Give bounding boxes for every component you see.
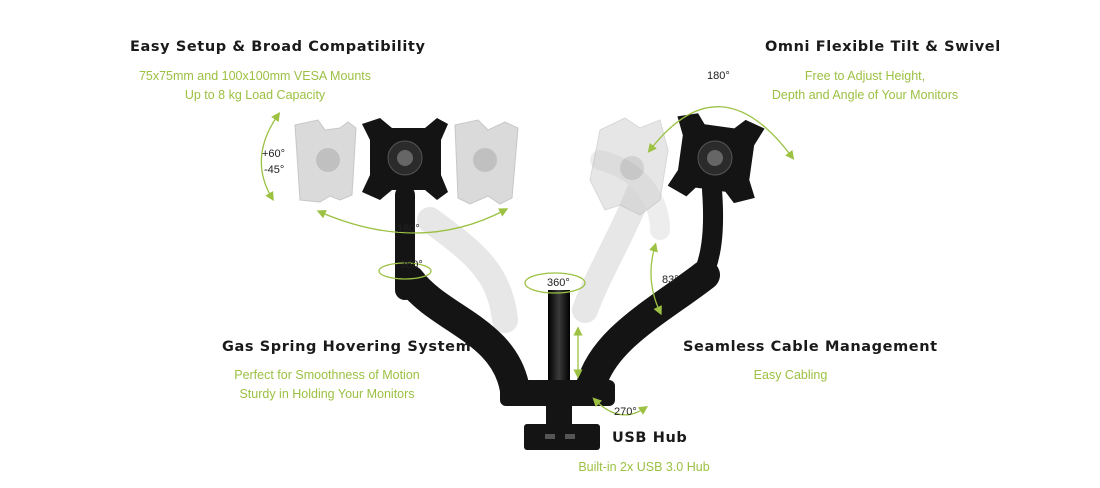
feature-gas-desc: Perfect for Smoothness of Motion Sturdy … xyxy=(222,366,432,404)
ghost-vesa-left xyxy=(294,119,357,203)
rotation-arrows xyxy=(260,106,795,416)
feature-gas-line-2: Sturdy in Holding Your Monitors xyxy=(239,387,415,401)
feature-usb-title: USB Hub xyxy=(612,430,688,446)
base-arc-arrow xyxy=(592,397,649,416)
tilt-arrow xyxy=(260,112,281,202)
label-tilt-up: +60° xyxy=(262,148,285,160)
vesa-plate-left xyxy=(362,118,448,200)
pole xyxy=(500,290,615,450)
feature-tilt-line-2: Depth and Angle of Your Monitors xyxy=(771,88,959,102)
top-arc-arrow xyxy=(647,106,795,160)
feature-setup-line-1: 75x75mm and 100x100mm VESA Mounts xyxy=(138,69,372,83)
label-base: 270° xyxy=(614,406,637,418)
feature-tilt-title: Omni Flexible Tilt & Swivel xyxy=(765,39,1001,55)
feature-usb-line-1: Built-in 2x USB 3.0 Hub xyxy=(578,460,710,474)
feature-cable-title: Seamless Cable Management xyxy=(683,339,938,355)
arm-right xyxy=(575,180,724,405)
feature-setup-line-2: Up to 8 kg Load Capacity xyxy=(184,88,326,102)
ghost-vesa-right xyxy=(454,119,519,205)
ghost-arms xyxy=(417,150,670,333)
angle-labels: +60° -45° 180° 360° 360° 180° 83° 270° xyxy=(262,70,730,418)
ghost-vesa-upper xyxy=(589,117,669,216)
right-arm-arrow xyxy=(649,242,662,316)
feature-gas-title: Gas Spring Hovering System xyxy=(222,339,472,355)
label-right-arm: 83° xyxy=(662,274,679,286)
label-swivel-left: 180° xyxy=(397,223,420,235)
feature-tilt-desc: Free to Adjust Height, Depth and Angle o… xyxy=(765,67,965,105)
swivel-arrow-left xyxy=(316,208,509,234)
label-tilt-down: -45° xyxy=(264,164,284,176)
feature-cable-line-1: Easy Cabling xyxy=(753,368,828,382)
rotate-ring-left xyxy=(378,262,432,280)
feature-gas-line-1: Perfect for Smoothness of Motion xyxy=(234,368,420,382)
feature-usb-desc: Built-in 2x USB 3.0 Hub xyxy=(574,458,714,477)
feature-cable-desc: Easy Cabling xyxy=(683,366,898,385)
feature-tilt-line-1: Free to Adjust Height, xyxy=(804,69,926,83)
usb-port-2 xyxy=(565,434,575,439)
feature-setup-desc: 75x75mm and 100x100mm VESA Mounts Up to … xyxy=(130,67,380,105)
usb-port-1 xyxy=(545,434,555,439)
label-pole: 360° xyxy=(547,277,570,289)
label-rotate-left: 360° xyxy=(400,259,423,271)
pole-ring xyxy=(524,272,586,294)
label-right-top: 180° xyxy=(707,70,730,82)
feature-setup-title: Easy Setup & Broad Compatibility xyxy=(130,39,426,55)
